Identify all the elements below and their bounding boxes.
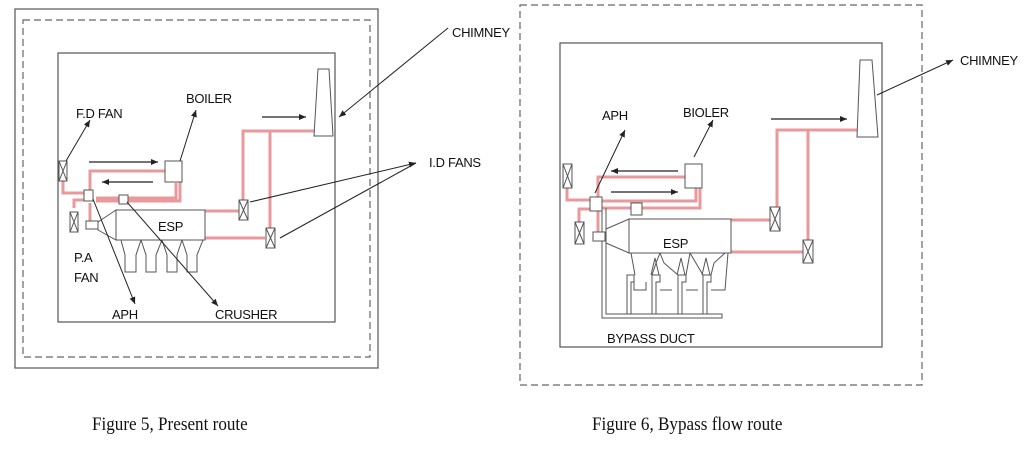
dashed-boundary (519, 4, 923, 386)
figure-6-caption: Figure 6, Bypass flow route (592, 414, 783, 435)
chimney (313, 68, 334, 137)
fd-fan (562, 163, 573, 189)
id-fan-2 (802, 239, 814, 264)
bypass-duct (601, 208, 723, 319)
esp (97, 209, 206, 273)
id-fan-1 (769, 206, 781, 232)
id-fan-1 (238, 199, 249, 221)
crusher (630, 202, 643, 216)
figure-6-bypass-flow-route: CHIMNEY APH BIOLER ESP BYPASS DUCT (519, 4, 1019, 386)
aph-outlet (85, 220, 99, 230)
flue-ducts (61, 129, 314, 240)
fd-fan (58, 160, 68, 182)
label-boiler: BIOLER (683, 105, 729, 120)
label-crusher: CRUSHER (215, 307, 277, 322)
label-aph: APH (602, 108, 628, 123)
crusher (118, 194, 129, 205)
chimney (856, 59, 879, 138)
label-chimney: CHIMNEY (960, 53, 1018, 68)
leader-crusher (126, 201, 219, 307)
leader-boiler (179, 109, 197, 162)
aph (83, 189, 94, 202)
plant-boundary (559, 42, 883, 348)
pa-fan (574, 221, 585, 245)
leader-fd-fan (65, 119, 91, 162)
leader-boiler (693, 119, 714, 158)
label-pa-fan-1: P.A (74, 250, 93, 265)
label-chimney: CHIMNEY (452, 25, 510, 40)
label-esp: ESP (158, 219, 183, 234)
boiler (684, 163, 703, 189)
id-fan-2 (265, 227, 276, 249)
boiler (164, 160, 183, 183)
leader-id-fan-2 (279, 162, 417, 239)
aph (589, 196, 603, 212)
label-bypass-duct: BYPASS DUCT (607, 331, 695, 346)
plant-boundary (57, 52, 336, 323)
label-fd-fan: F.D FAN (76, 106, 122, 121)
leader-aph (92, 198, 136, 305)
label-aph: APH (112, 307, 138, 322)
label-id-fans: I.D FANS (429, 155, 481, 170)
label-boiler: BOILER (186, 91, 232, 106)
leader-chimney (338, 27, 449, 118)
leader-aph (594, 129, 626, 194)
esp (605, 218, 732, 291)
aph-outlet (592, 231, 606, 242)
pa-fan (69, 211, 79, 233)
label-pa-fan-2: FAN (74, 270, 98, 285)
leader-id-fan-1 (249, 161, 417, 203)
label-esp: ESP (663, 236, 688, 251)
leader-chimney (876, 59, 954, 96)
figure-5-caption: Figure 5, Present route (92, 414, 248, 435)
outer-frame (14, 8, 379, 369)
figure-5-present-route: CHIMNEY F.D FAN BOILER I.D FANS ESP P.A … (14, 8, 511, 369)
dashed-boundary (22, 19, 371, 358)
